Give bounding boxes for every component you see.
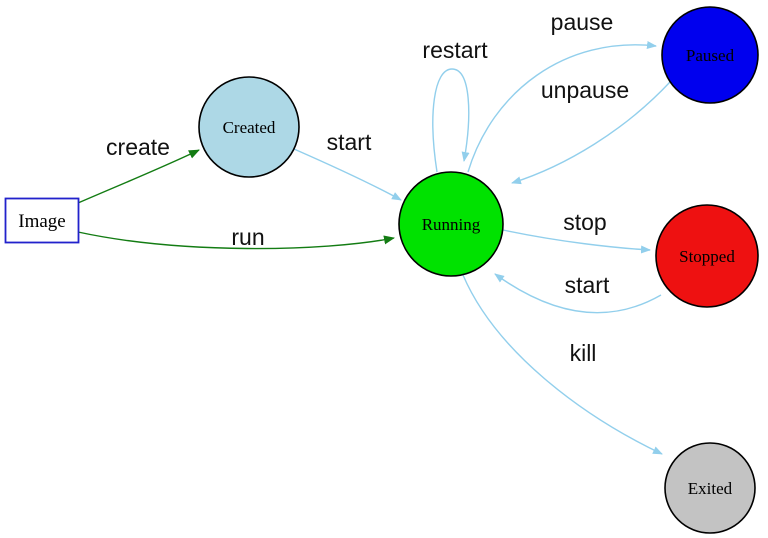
edge-label-unpause: unpause <box>541 77 629 103</box>
running-circle <box>398 171 504 277</box>
edge-restart-self-loop <box>432 68 470 173</box>
created-circle <box>198 76 300 178</box>
edge-start-created-running <box>293 148 402 201</box>
edge-label-restart: restart <box>422 37 488 63</box>
edge-label-run: run <box>231 224 264 250</box>
edge-run <box>77 231 395 250</box>
edge-label-stop: stop <box>563 209 606 235</box>
image-box <box>4 197 80 244</box>
node-running: Running <box>398 171 504 277</box>
edge-kill <box>462 274 663 455</box>
edge-label-create: create <box>106 134 170 160</box>
node-label-exited: Exited <box>688 479 733 498</box>
edge-label-pause: pause <box>551 9 614 35</box>
edge-label-start-created: start <box>327 129 372 155</box>
edge-unpause <box>511 81 671 185</box>
edge-label-start-stopped: start <box>565 272 610 298</box>
node-stopped: Stopped <box>655 204 759 308</box>
node-label-image: Image <box>18 211 65 232</box>
edge-create <box>77 149 200 204</box>
exited-circle <box>664 442 756 534</box>
edge-start-stopped-running <box>494 273 662 314</box>
node-paused: Paused <box>661 6 759 104</box>
node-image: Image <box>4 197 80 244</box>
edge-label-kill: kill <box>570 340 597 366</box>
edge-pause <box>467 41 657 173</box>
paused-circle <box>661 6 759 104</box>
node-label-running: Running <box>422 215 481 234</box>
node-created: Created <box>198 76 300 178</box>
node-label-paused: Paused <box>686 46 735 65</box>
node-label-stopped: Stopped <box>679 247 735 266</box>
node-label-created: Created <box>223 118 276 137</box>
edge-stop <box>502 229 651 254</box>
node-exited: Exited <box>664 442 756 534</box>
stopped-circle <box>655 204 759 308</box>
